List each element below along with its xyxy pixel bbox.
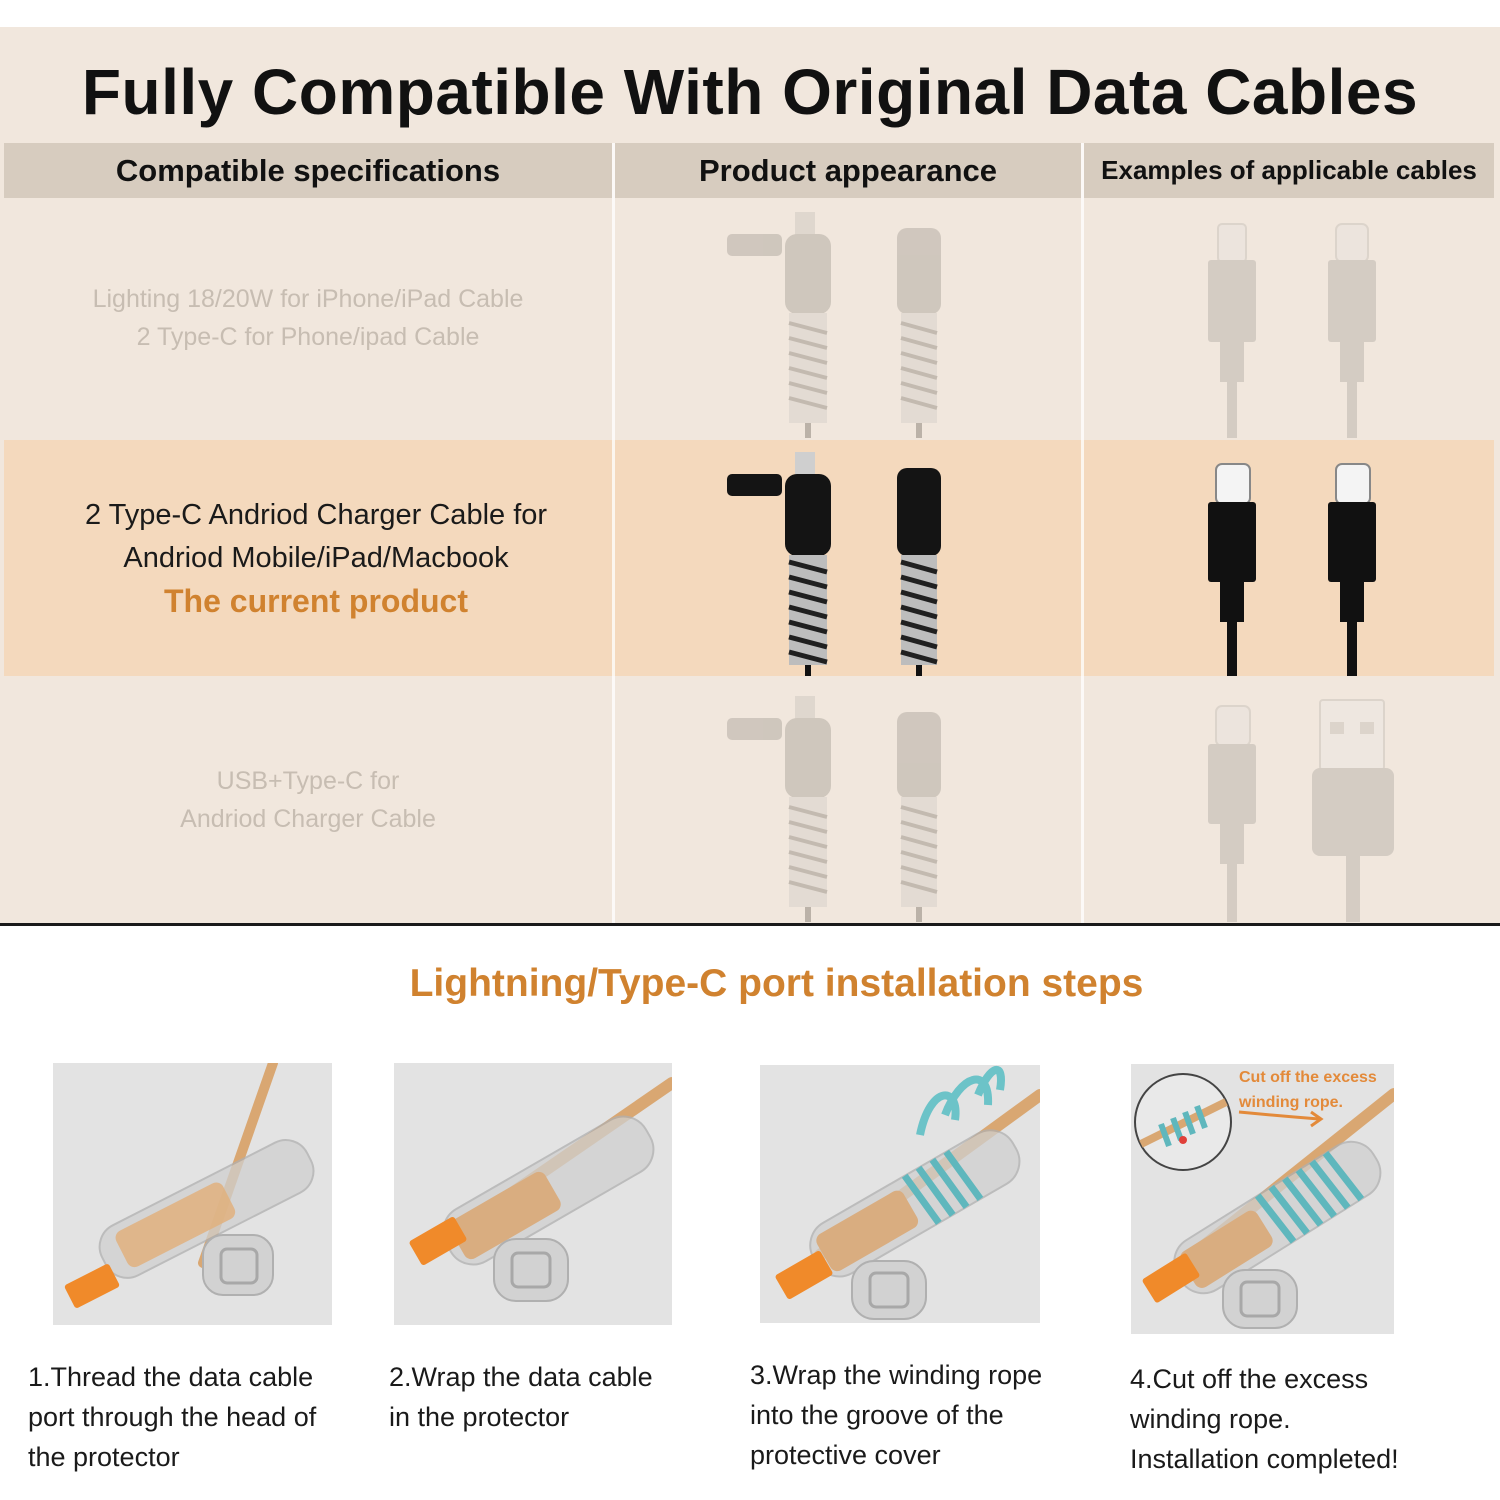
step-1-caption: 1.Thread the data cable port through the…	[28, 1357, 316, 1477]
step-1-image	[53, 1063, 332, 1325]
column-divider	[612, 143, 615, 923]
caption-line: winding rope.	[1130, 1404, 1291, 1434]
section-divider	[0, 923, 1500, 926]
install-illustration	[409, 1077, 672, 1302]
caption-line: into the groove of the	[750, 1400, 1004, 1430]
caption-line: port through the head of	[28, 1402, 317, 1432]
table-row-lightning: Lighting 18/20W for iPhone/iPad Cable 2 …	[4, 198, 1494, 438]
spec-line: Andriod Charger Cable	[180, 805, 436, 833]
install-illustration	[775, 1065, 1040, 1320]
cable-illustration	[1208, 463, 1376, 676]
protector-illustration	[727, 696, 941, 922]
example-cables-image	[1084, 678, 1494, 922]
caption-line: Installation completed!	[1130, 1444, 1399, 1474]
page-title: Fully Compatible With Original Data Cabl…	[81, 56, 1419, 128]
spec-line: 2 Type-C Andriod Charger Cable for	[84, 499, 548, 531]
table-row-usb-type-c: USB+Type-C for Andriod Charger Cable	[4, 678, 1494, 922]
header-product-appearance: Product appearance	[615, 143, 1081, 198]
caption-line: 3.Wrap the winding rope	[750, 1360, 1043, 1390]
example-cables-image	[1084, 198, 1494, 438]
install-illustration	[64, 1063, 315, 1308]
cut-note: Cut off the excess winding rope.	[1239, 1065, 1377, 1115]
spec-line: Lighting 18/20W for iPhone/iPad Cable	[92, 285, 524, 313]
header-examples-of-cables: Examples of applicable cables	[1084, 143, 1494, 198]
step-2-image	[394, 1063, 672, 1325]
spec-line: 2 Type-C for Phone/ipad Cable	[136, 323, 480, 351]
cable-illustration	[1208, 699, 1394, 922]
caption-line: 1.Thread the data cable	[28, 1362, 314, 1392]
protector-illustration	[727, 212, 941, 438]
product-appearance-image	[615, 198, 1081, 438]
install-illustration	[1134, 1073, 1394, 1329]
caption-line: 2.Wrap the data cable	[389, 1362, 653, 1392]
caption-line: in the protector	[389, 1402, 570, 1432]
step-2-caption: 2.Wrap the data cable in the protector	[389, 1357, 653, 1437]
cut-note-line: Cut off the excess	[1239, 1069, 1377, 1086]
caption-line: the protector	[28, 1442, 180, 1472]
spec-cell: 2 Type-C Andriod Charger Cable for Andri…	[4, 440, 628, 676]
example-cables-image	[1084, 440, 1494, 676]
step-3-caption: 3.Wrap the winding rope into the groove …	[750, 1355, 1042, 1475]
step-4-image	[1131, 1064, 1394, 1334]
cable-illustration	[1208, 223, 1376, 438]
header-compatible-specifications: Compatible specifications	[4, 143, 612, 198]
caption-line: 4.Cut off the excess	[1130, 1364, 1369, 1394]
product-appearance-image	[615, 440, 1081, 676]
steps-title: Lightning/Type-C port installation steps	[409, 962, 1144, 1005]
current-product-label: The current product	[163, 583, 468, 619]
step-3-image	[760, 1065, 1040, 1323]
caption-line: protective cover	[750, 1440, 941, 1470]
step-4-caption: 4.Cut off the excess winding rope. Insta…	[1130, 1359, 1399, 1479]
spec-line: Andriod Mobile/iPad/Macbook	[123, 542, 509, 574]
protector-illustration	[727, 452, 941, 676]
spec-cell: Lighting 18/20W for iPhone/iPad Cable 2 …	[4, 198, 612, 438]
table-row-current-product: 2 Type-C Andriod Charger Cable for Andri…	[4, 440, 1494, 676]
column-divider	[1081, 143, 1084, 923]
cut-note-line: winding rope.	[1239, 1094, 1343, 1111]
product-appearance-image	[615, 678, 1081, 922]
spec-cell: USB+Type-C for Andriod Charger Cable	[4, 678, 612, 922]
spec-line: USB+Type-C for	[216, 767, 400, 795]
